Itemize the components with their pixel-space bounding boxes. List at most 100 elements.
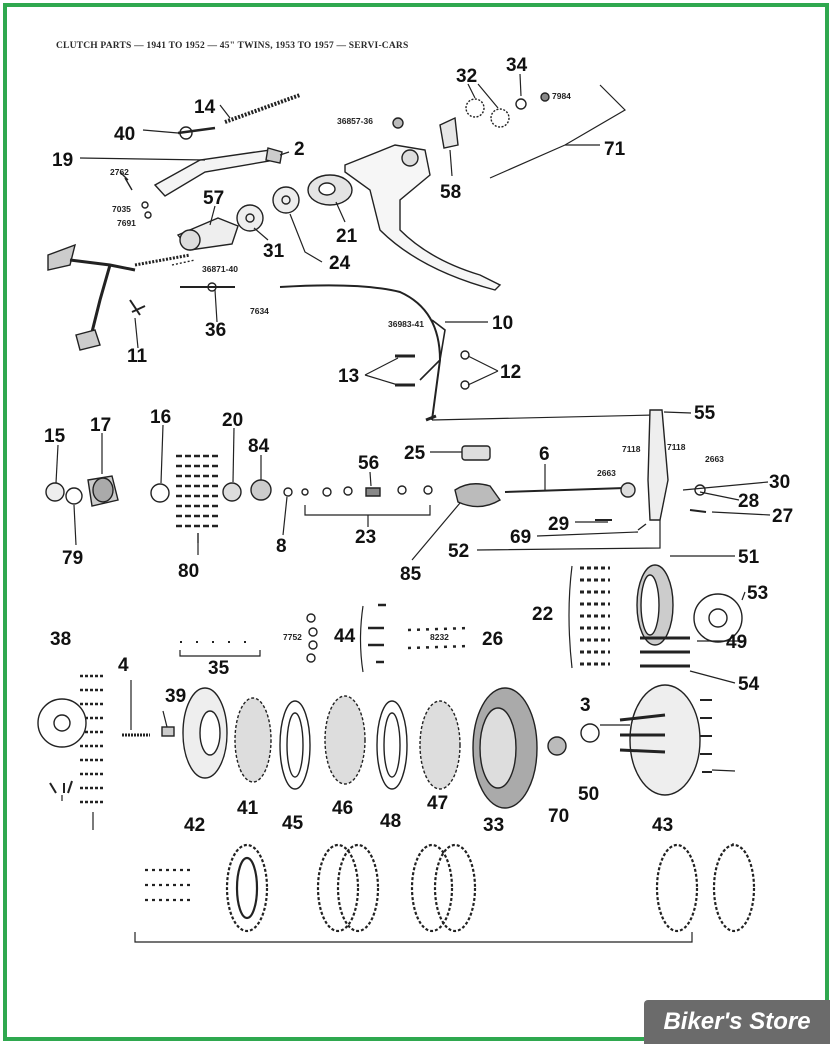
callout: 69 <box>510 527 531 548</box>
plate-41a <box>279 700 311 790</box>
part-number: 7984 <box>552 91 571 101</box>
callout: 50 <box>578 784 599 805</box>
gear-85 <box>454 483 502 508</box>
callout: 8 <box>276 536 287 557</box>
part-number: 36983-41 <box>388 319 424 329</box>
bracket-43 <box>134 932 693 943</box>
washer-34 <box>515 98 527 110</box>
rod-40 <box>177 126 216 135</box>
part-number: 7691 <box>117 218 136 228</box>
callout: 4 <box>118 655 129 676</box>
callout: 80 <box>178 561 199 582</box>
callout: 28 <box>738 491 759 512</box>
callout: 56 <box>358 453 379 474</box>
part-number: 2663 <box>597 468 616 478</box>
callout: 51 <box>738 547 760 568</box>
bikers-store-watermark: Biker's Store <box>644 1000 830 1044</box>
callout: 32 <box>456 66 477 87</box>
callout: 70 <box>548 806 569 827</box>
callout: 27 <box>772 506 793 527</box>
ring-8 <box>283 487 293 497</box>
plate-42c <box>419 700 461 790</box>
callout: 39 <box>165 686 186 707</box>
lever-55 <box>647 409 669 521</box>
cable-10 <box>279 284 442 421</box>
washer-24 <box>272 186 300 214</box>
callout: 41 <box>237 798 259 819</box>
bolt-2762 <box>119 171 133 191</box>
callout: 36 <box>205 320 226 341</box>
washer-31 <box>236 204 264 232</box>
callout: 46 <box>332 798 353 819</box>
spring-56 <box>365 487 381 497</box>
callout: 40 <box>114 124 135 145</box>
callout: 48 <box>380 811 401 832</box>
callout: 53 <box>747 583 768 604</box>
callout: 45 <box>282 813 304 834</box>
callout: 14 <box>194 97 216 118</box>
ring-84 <box>250 479 272 501</box>
ring-46 <box>580 723 600 743</box>
part-number: 7118 <box>622 444 641 454</box>
callout: 23 <box>355 527 376 548</box>
part-number: 36871-40 <box>202 264 238 274</box>
discs-43 <box>145 843 756 933</box>
callout: 2 <box>294 139 305 160</box>
callout: 24 <box>329 253 351 274</box>
callout: 57 <box>203 188 224 209</box>
callout: 38 <box>50 629 71 650</box>
gear-32b <box>490 108 510 128</box>
callout-labels: 14 40 19 2 57 31 24 21 36 11 10 13 12 32… <box>44 55 793 836</box>
callout: 44 <box>334 626 356 647</box>
part-number: 7752 <box>283 632 302 642</box>
pedal-arm <box>69 258 136 341</box>
callout: 26 <box>482 629 503 650</box>
callout: 34 <box>506 55 528 76</box>
callout: 54 <box>738 674 760 695</box>
bearing-25 <box>461 445 491 461</box>
part-number: 2762 <box>110 167 129 177</box>
callout: 21 <box>336 226 358 247</box>
callout: 55 <box>694 403 716 424</box>
callout: 31 <box>263 241 285 262</box>
callout: 35 <box>208 658 230 679</box>
leader-lines <box>55 73 771 845</box>
part-number: 7118 <box>667 442 686 452</box>
callout: 79 <box>62 548 83 569</box>
springs-3 <box>80 674 104 804</box>
callout: 52 <box>448 541 469 562</box>
callout: 29 <box>548 514 569 535</box>
callout: 58 <box>440 182 461 203</box>
callout: 6 <box>539 444 550 465</box>
roller-grid-53 <box>580 566 610 666</box>
rod-6 <box>504 487 626 493</box>
part-number: 36857-36 <box>337 116 373 126</box>
disc-35 <box>37 698 87 748</box>
callout: 20 <box>222 410 243 431</box>
nut-15 <box>45 482 65 502</box>
callout: 17 <box>90 415 111 436</box>
callout: 84 <box>248 436 270 457</box>
callout: 13 <box>338 366 359 387</box>
callout: 49 <box>726 632 747 653</box>
callout: 47 <box>427 793 448 814</box>
callout: 85 <box>400 564 422 585</box>
callout: 10 <box>492 313 513 334</box>
part-number: 2663 <box>705 454 724 464</box>
callout: 42 <box>184 815 205 836</box>
callout: 12 <box>500 362 521 383</box>
part-number-labels: 2762 7035 7691 36871-40 7634 36857-36 79… <box>110 91 724 642</box>
gear-32a <box>465 98 485 118</box>
ring-20 <box>222 482 242 502</box>
footboard-bracket <box>344 144 502 291</box>
callout: 30 <box>769 472 790 493</box>
part-number: 7035 <box>112 204 131 214</box>
hub-47 <box>629 684 701 796</box>
part-number: 8232 <box>430 632 449 642</box>
callout: 43 <box>652 815 673 836</box>
washer-79 <box>65 487 83 505</box>
plate-42a <box>234 697 272 783</box>
callout: 15 <box>44 426 66 447</box>
plate-41b <box>376 700 408 790</box>
